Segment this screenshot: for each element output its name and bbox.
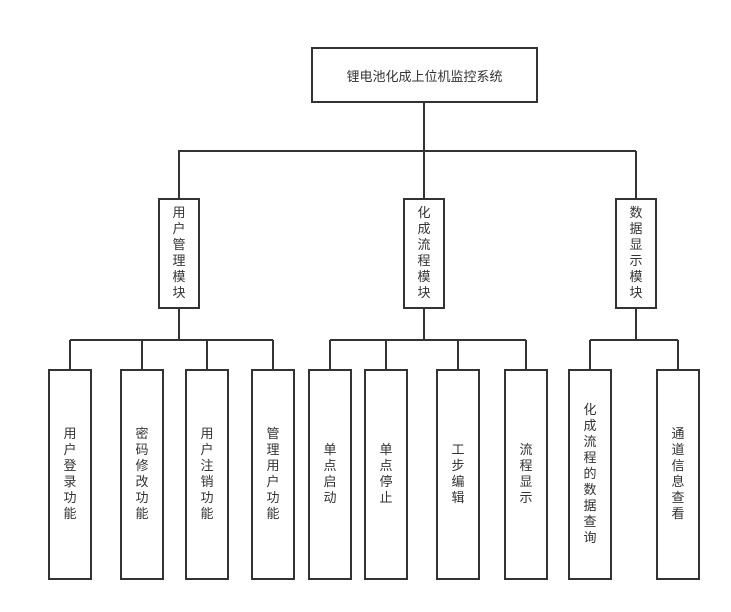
module-label: 数据显示模块 (629, 205, 643, 301)
leaf-label: 用户注销功能 (200, 426, 214, 522)
leaf-step-edit: 工步编辑 (436, 369, 480, 580)
leaf-label: 工步编辑 (451, 442, 465, 506)
leaf-data-query: 化成流程的数据查询 (568, 369, 612, 580)
leaf-label: 单点启动 (323, 442, 337, 506)
module-label: 化成流程模块 (417, 205, 431, 301)
leaf-process-display: 流程显示 (504, 369, 548, 580)
leaf-manage-users: 管理用户功能 (251, 369, 295, 580)
leaf-label: 通道信息查看 (671, 426, 685, 522)
leaf-user-login: 用户登录功能 (48, 369, 92, 580)
leaf-user-logout: 用户注销功能 (185, 369, 229, 580)
leaf-label: 单点停止 (379, 442, 393, 506)
module-data-display: 数据显示模块 (615, 198, 657, 309)
leaf-label: 密码修改功能 (135, 426, 149, 522)
leaf-label: 用户登录功能 (63, 426, 77, 522)
module-user-management: 用户管理模块 (158, 198, 200, 309)
leaf-password-change: 密码修改功能 (120, 369, 164, 580)
root-label: 锂电池化成上位机监控系统 (346, 69, 503, 85)
leaf-label: 管理用户功能 (266, 426, 280, 522)
root-node: 锂电池化成上位机监控系统 (311, 47, 538, 103)
leaf-label: 化成流程的数据查询 (583, 402, 597, 546)
module-label: 用户管理模块 (172, 205, 186, 301)
module-formation-process: 化成流程模块 (403, 198, 445, 309)
leaf-single-start: 单点启动 (308, 369, 352, 580)
leaf-single-stop: 单点停止 (364, 369, 408, 580)
leaf-channel-info: 通道信息查看 (656, 369, 700, 580)
leaf-label: 流程显示 (519, 442, 533, 506)
